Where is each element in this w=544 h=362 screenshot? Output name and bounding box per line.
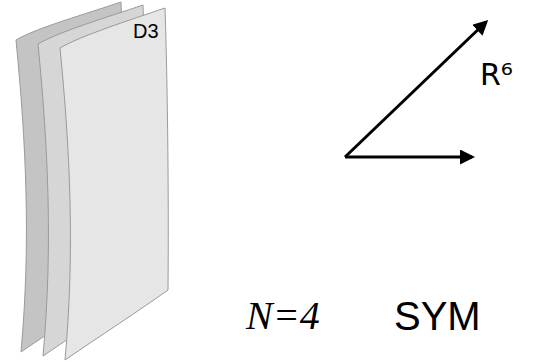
- axis-arrow: [345, 156, 472, 159]
- brane-label: D3: [133, 20, 159, 42]
- r6-axes: [345, 22, 486, 157]
- d3-brane-stack: [16, 2, 168, 360]
- supersymmetry-label: N=4: [246, 294, 320, 338]
- d3-sheet-front: [60, 8, 168, 360]
- space-label: R⁶: [480, 58, 513, 91]
- axis-arrow: [345, 22, 486, 157]
- theory-label: SYM: [394, 294, 481, 338]
